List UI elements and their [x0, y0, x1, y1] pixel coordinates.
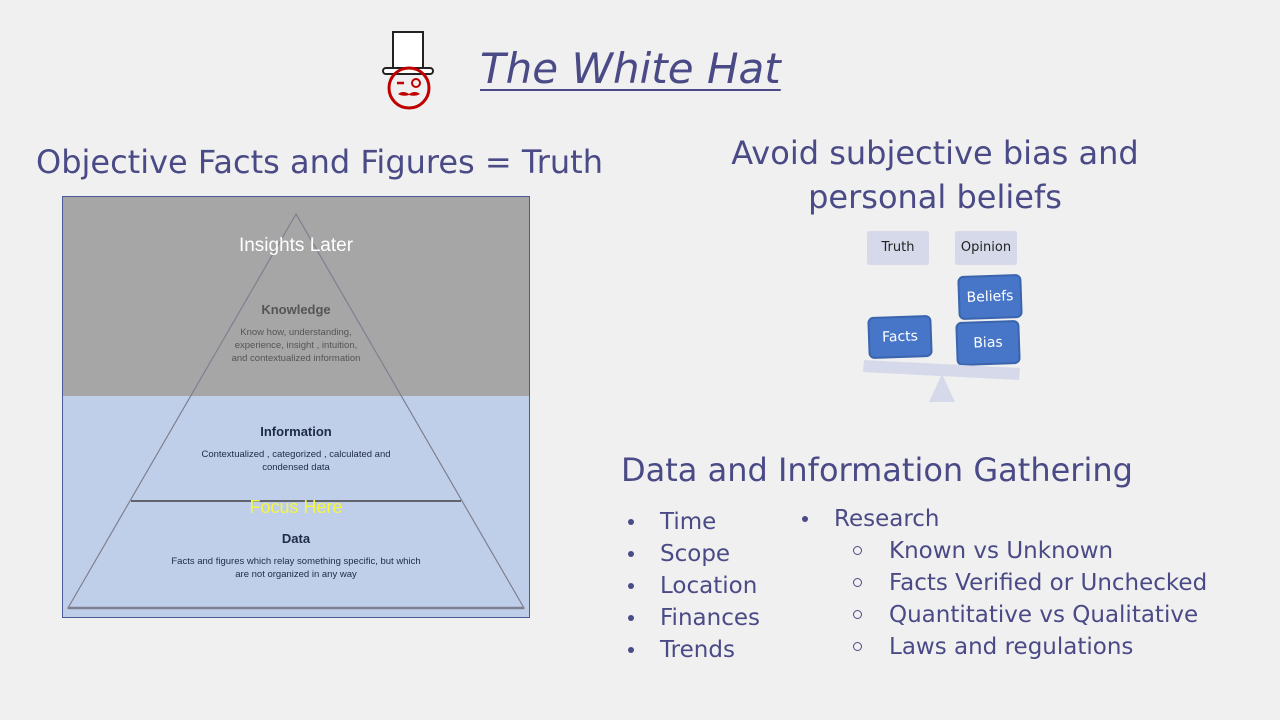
knowledge-desc-line2: experience, insight , intuition, — [235, 340, 358, 351]
list-item: Quantitative vs Qualitative — [853, 599, 1207, 631]
knowledge-title: Knowledge — [261, 302, 330, 317]
list-item: Facts Verified or Unchecked — [853, 567, 1207, 599]
research-sub-list: Known vs Unknown Facts Verified or Unche… — [853, 535, 1207, 663]
research-list: Research — [802, 503, 940, 535]
list-item: Known vs Unknown — [853, 535, 1207, 567]
gathering-factor-list: Time Scope Location Finances Trends — [628, 506, 760, 666]
data-desc-line1: Facts and figures which relay something … — [171, 556, 420, 567]
information-title: Information — [260, 424, 332, 439]
slide-title: The White Hat — [480, 44, 781, 93]
knowledge-desc-line3: and contextualized information — [232, 353, 361, 364]
bias-heading-line1: Avoid subjective bias and — [731, 134, 1139, 172]
opinion-label: Opinion — [955, 231, 1017, 265]
gathering-heading: Data and Information Gathering — [621, 451, 1133, 489]
data-title: Data — [282, 531, 311, 546]
data-desc-line2: are not organized in any way — [235, 569, 357, 580]
insights-label: Insights Later — [239, 235, 354, 256]
knowledge-pyramid-diagram: Insights Later Knowledge Know how, under… — [62, 196, 530, 618]
list-item: Location — [628, 570, 760, 602]
balance-scale-icon — [863, 360, 1020, 402]
left-heading: Objective Facts and Figures = Truth — [36, 143, 603, 181]
information-desc-line2: condensed data — [262, 462, 330, 473]
information-desc-line1: Contextualized , categorized , calculate… — [201, 449, 390, 460]
focus-band — [62, 396, 530, 618]
bias-heading: Avoid subjective bias and personal belie… — [720, 131, 1150, 219]
list-item: Laws and regulations — [853, 631, 1207, 663]
list-item: Trends — [628, 634, 760, 666]
list-item: Scope — [628, 538, 760, 570]
white-hat-logo-icon — [382, 31, 434, 110]
beliefs-box: Beliefs — [957, 273, 1023, 321]
knowledge-desc-line1: Know how, understanding, — [240, 327, 351, 338]
list-item: Finances — [628, 602, 760, 634]
bias-heading-line2: personal beliefs — [808, 178, 1062, 216]
facts-box: Facts — [867, 314, 933, 360]
focus-label: Focus Here — [249, 497, 342, 517]
truth-label: Truth — [867, 231, 929, 265]
list-item: Time — [628, 506, 760, 538]
insights-band — [62, 196, 530, 397]
research-label: Research — [802, 503, 940, 535]
